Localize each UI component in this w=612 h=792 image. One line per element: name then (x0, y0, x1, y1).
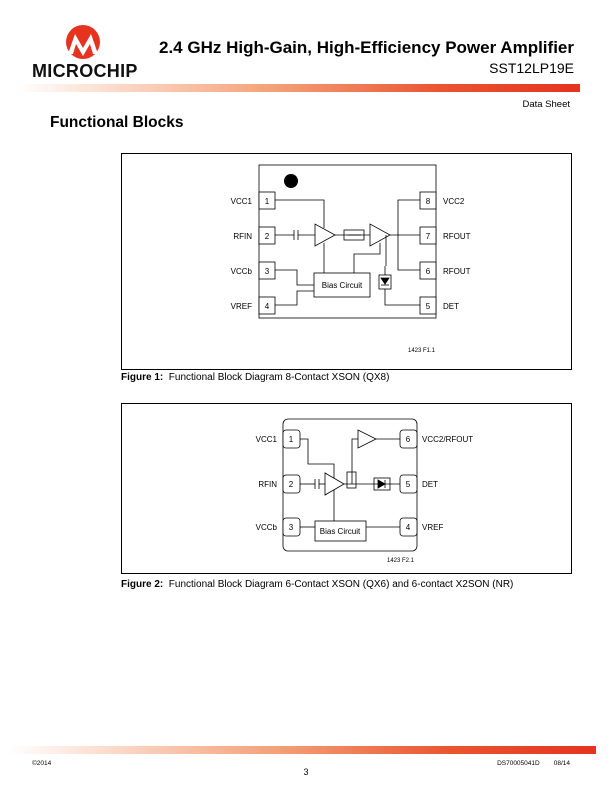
microchip-logo-icon (66, 25, 100, 59)
pin-number: 3 (289, 523, 294, 532)
figure1-diagram: 1 2 3 4 8 7 6 5 VCC1 RFIN VCCb VREF VCC2… (231, 164, 471, 354)
logo-text: MICROCHIP (32, 61, 138, 81)
pin-box (419, 226, 437, 245)
amplifier-2-icon (369, 223, 391, 247)
pin-label-rfin: RFIN (233, 232, 252, 241)
pin-number: 1 (289, 435, 294, 444)
figure1-caption: Figure 1: Functional Block Diagram 8-Con… (121, 372, 389, 383)
pin-label-vcc2-rfout: VCC2/RFOUT (422, 435, 473, 444)
figure2-frame: 1 2 3 6 5 4 VCC1 RFIN VCCb VCC2/RFOUT DE… (121, 403, 572, 574)
pin-number: 4 (406, 523, 411, 532)
pin-box (258, 191, 276, 210)
caption-label: Figure 1: (121, 372, 164, 383)
bias-circuit-box (314, 520, 367, 542)
document-title: 2.4 GHz High-Gain, High-Efficiency Power… (159, 38, 574, 57)
pin-number: 5 (406, 480, 411, 489)
pin-number: 3 (265, 267, 270, 276)
footer-doc-number: DS70005041D (497, 760, 540, 767)
amplifier-1-icon (314, 223, 336, 247)
figure-code: 1423 F2.1 (387, 558, 415, 564)
figure2-diagram: 1 2 3 6 5 4 VCC1 RFIN VCCb VCC2/RFOUT DE… (256, 418, 473, 564)
bias-circuit-label: Bias Circuit (320, 527, 361, 536)
amplifier-2-icon (357, 429, 377, 449)
pin-number: 5 (426, 302, 431, 311)
pin-box (419, 261, 437, 280)
pin-label-vref: VREF (231, 302, 252, 311)
diode-icon (380, 277, 390, 285)
figure2-caption: Figure 2: Functional Block Diagram 6-Con… (121, 579, 513, 590)
pin-label-rfout: RFOUT (443, 232, 471, 241)
footer-divider (8, 746, 596, 754)
pin-label-rfin: RFIN (258, 480, 277, 489)
footer-copyright: ©2014 (32, 760, 52, 767)
pin-number: 8 (426, 197, 431, 206)
caption-text: Functional Block Diagram 8-Contact XSON … (168, 372, 390, 383)
pin-label-vccb: VCCb (231, 267, 253, 276)
part-number: SST12LP19E (489, 60, 574, 76)
caption-text: Functional Block Diagram 6-Contact XSON … (168, 579, 514, 590)
pin-box (258, 261, 276, 280)
pin-label-det: DET (443, 302, 459, 311)
pin-box (258, 226, 276, 245)
pin-label-rfout: RFOUT (443, 267, 471, 276)
pin-label-vcc1: VCC1 (231, 197, 253, 206)
bias-circuit-box (313, 272, 371, 298)
pin-number: 4 (265, 302, 270, 311)
pin-box (419, 191, 437, 210)
pin-number: 6 (406, 435, 411, 444)
page-number: 3 (303, 767, 309, 777)
footer-date: 08/14 (553, 760, 570, 767)
pin-label-det: DET (422, 480, 438, 489)
figure-code: 1423 F1.1 (408, 348, 436, 354)
detector-box (373, 477, 391, 491)
caption-label: Figure 2: (121, 579, 164, 590)
pin1-marker-icon (284, 174, 298, 188)
bias-circuit-label: Bias Circuit (322, 281, 363, 290)
amplifier-1-icon (324, 472, 345, 496)
pin-number: 2 (265, 232, 270, 241)
pin-box (258, 296, 276, 315)
pin-label-vccb: VCCb (256, 523, 278, 532)
section-heading: Functional Blocks (50, 114, 184, 131)
pin-number: 2 (289, 480, 294, 489)
doc-type-label: Data Sheet (522, 99, 570, 110)
pin-number: 7 (426, 232, 431, 241)
pin-label-vcc1: VCC1 (256, 435, 278, 444)
pin-box (419, 296, 437, 315)
pin-number: 6 (426, 267, 431, 276)
figure1-frame: 1 2 3 4 8 7 6 5 VCC1 RFIN VCCb VREF VCC2… (121, 153, 572, 370)
diode-icon (377, 479, 386, 489)
header-divider (16, 84, 580, 92)
pin-number: 1 (265, 197, 270, 206)
pin-label-vcc2: VCC2 (443, 197, 465, 206)
footer-doc-info: DS70005041D 08/14 (497, 760, 570, 767)
pin-label-vref: VREF (422, 523, 443, 532)
